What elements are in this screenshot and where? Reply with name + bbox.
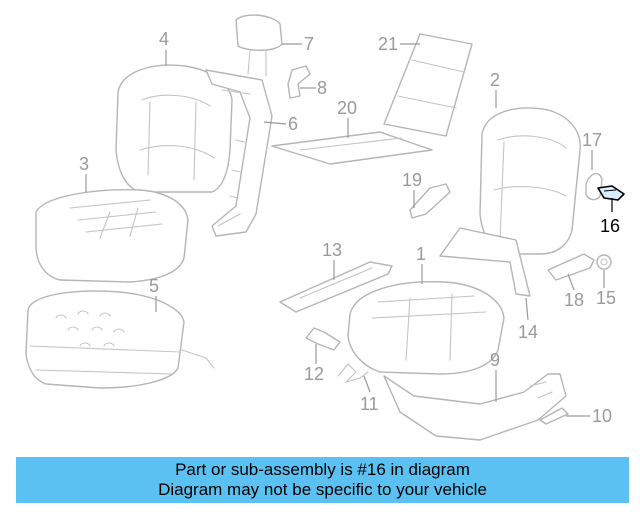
part-19-trim [409, 183, 451, 219]
banner-line-1: Part or sub-assembly is #16 in diagram [175, 460, 470, 479]
part-1-seat-cushion [347, 281, 505, 375]
part-11-spring [337, 363, 369, 384]
callout-4: 4 [159, 29, 169, 49]
part-3-seat-cushion [35, 189, 189, 283]
callout-14: 14 [518, 322, 538, 342]
callout-9: 9 [490, 350, 500, 370]
callout-5: 5 [149, 276, 159, 296]
part-6-backrest-frame [205, 69, 273, 237]
callout-20: 20 [337, 98, 357, 118]
part-9-side-shield [383, 373, 567, 441]
part-16-knob [597, 185, 625, 201]
callout-21: 21 [378, 34, 398, 54]
part-14-trim-panel [439, 227, 531, 297]
part-21-pad [383, 33, 473, 137]
callout-labels: 4 7 8 6 3 5 21 20 2 17 16 19 13 1 18 15 … [79, 29, 620, 426]
part-5-seat-frame [25, 290, 215, 389]
callout-7: 7 [304, 34, 314, 54]
callout-6: 6 [288, 114, 298, 134]
part-15-knob [596, 254, 612, 270]
leader-6 [263, 121, 287, 125]
part-8-headrest-guide [287, 65, 311, 99]
callout-12: 12 [304, 364, 324, 384]
part-2-backrest [479, 107, 581, 255]
callout-10: 10 [592, 406, 612, 426]
part-10-screw [539, 407, 569, 425]
part-12-lever [305, 327, 341, 351]
leader-14 [525, 297, 529, 321]
banner-line-2: Diagram may not be specific to your vehi… [158, 480, 487, 499]
callout-11: 11 [360, 394, 379, 414]
part-4-backrest [115, 64, 233, 193]
part-17-cover [585, 173, 603, 201]
callout-18: 18 [564, 290, 584, 310]
part-13-rail [279, 261, 393, 313]
callout-17: 17 [582, 130, 602, 150]
leader-11 [363, 375, 371, 393]
callout-3: 3 [79, 154, 89, 174]
leader-18 [567, 273, 575, 291]
callout-2: 2 [490, 70, 500, 90]
info-banner: Part or sub-assembly is #16 in diagram D… [16, 457, 629, 503]
part-18-handle [547, 253, 595, 281]
leader-lines [85, 43, 613, 417]
callout-19: 19 [402, 170, 422, 190]
part-20-pad [271, 131, 433, 165]
callout-13: 13 [322, 240, 342, 260]
callout-15: 15 [596, 288, 616, 308]
callout-16: 16 [600, 216, 620, 236]
part-7-headrest [235, 14, 283, 77]
callout-1: 1 [416, 244, 426, 264]
callout-8: 8 [317, 78, 327, 98]
